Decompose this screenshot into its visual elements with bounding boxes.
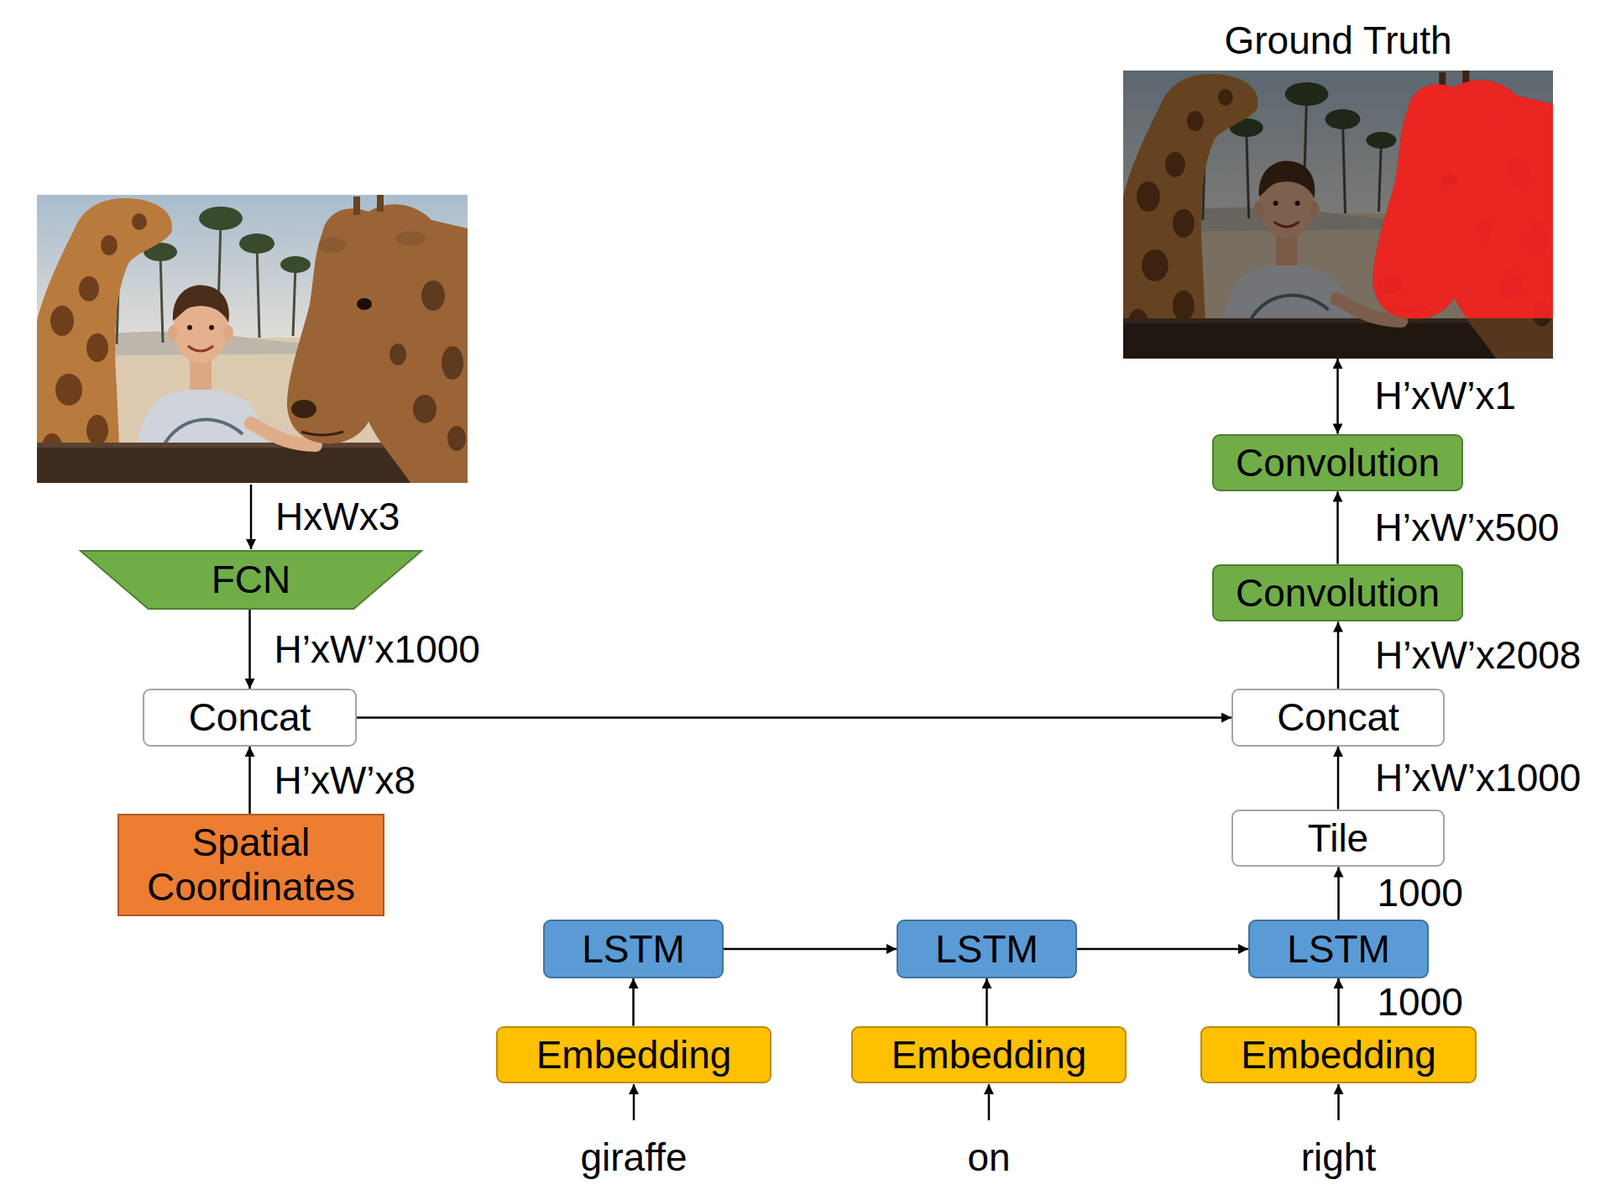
flow-arrow (248, 609, 251, 689)
flow-arrow (1337, 866, 1340, 920)
flow-arrow (1337, 977, 1340, 1026)
node-label: FCN (211, 557, 292, 602)
flow-arrow (356, 716, 1232, 719)
flow-arrow (248, 746, 251, 814)
image-arrow (250, 484, 253, 550)
input-word: on (967, 1134, 1010, 1180)
dark-overlay (1123, 70, 1553, 359)
embedding-box: Embedding (1200, 1025, 1477, 1084)
photo (36, 194, 468, 483)
dimension-label: H’xW’x1000 (1375, 755, 1581, 800)
node-label: Convolution (1235, 570, 1440, 616)
flow-arrow (1077, 947, 1249, 951)
segmentation-mask (1372, 79, 1553, 319)
word-arrow (632, 1083, 636, 1120)
node-label: Convolution (1235, 440, 1440, 486)
flow-arrow (632, 977, 635, 1026)
node-label: Spatial Coordinates (132, 820, 370, 910)
node-label: Concat (1276, 695, 1400, 740)
flow-arrow (985, 977, 989, 1026)
dimension-label: HxWx3 (275, 494, 400, 539)
photo (1123, 70, 1553, 359)
flow-arrow (1336, 358, 1339, 434)
tile-box: Tile (1231, 809, 1445, 868)
dimension-label: H’xW’x1 (1375, 373, 1517, 419)
input-word: right (1301, 1134, 1376, 1180)
image-node: Ground Truth (1123, 70, 1553, 359)
conv-layer-box: Convolution (1212, 433, 1464, 492)
flow-arrow (723, 947, 897, 951)
input-word: giraffe (580, 1134, 687, 1180)
dimension-label: H’xW’x500 (1375, 505, 1560, 550)
image-heading: Ground Truth (1223, 18, 1452, 63)
node-label: Tile (1307, 815, 1369, 861)
flow-arrow (1336, 491, 1339, 564)
node-label: LSTM (581, 926, 685, 972)
node-label: Embedding (1240, 1032, 1437, 1078)
lstm-box: LSTM (1248, 919, 1429, 978)
conv-layer-box: Convolution (1212, 564, 1464, 623)
node-label: Embedding (891, 1032, 1088, 1078)
embedding-box: Embedding (496, 1025, 772, 1084)
dimension-label: H’xW’x2008 (1375, 632, 1581, 678)
dimension-label: 1000 (1377, 870, 1464, 916)
word-arrow (988, 1083, 991, 1120)
ground-truth-photo (1123, 70, 1553, 359)
word-arrow (1337, 1083, 1340, 1120)
dimension-label: 1000 (1377, 979, 1464, 1025)
dimension-label: H’xW’x1000 (274, 627, 481, 672)
node-label: LSTM (1286, 926, 1391, 972)
node-label: Embedding (536, 1032, 733, 1078)
fcn-trapezoid: FCN (79, 549, 423, 610)
concat-box: Concat (142, 688, 357, 747)
coordinates-box: Spatial Coordinates (117, 813, 385, 916)
concat-box: Concat (1231, 688, 1445, 747)
input-photo (36, 194, 468, 483)
embedding-box: Embedding (851, 1025, 1127, 1084)
node-label: LSTM (935, 926, 1039, 972)
flow-arrow (1337, 621, 1340, 689)
flow-arrow (1337, 746, 1340, 810)
input-arrows (250, 484, 1339, 1120)
lstm-box: LSTM (896, 919, 1078, 978)
node-label: Concat (188, 695, 312, 740)
dimension-label: H’xW’x8 (274, 758, 417, 803)
lstm-box: LSTM (543, 919, 724, 978)
